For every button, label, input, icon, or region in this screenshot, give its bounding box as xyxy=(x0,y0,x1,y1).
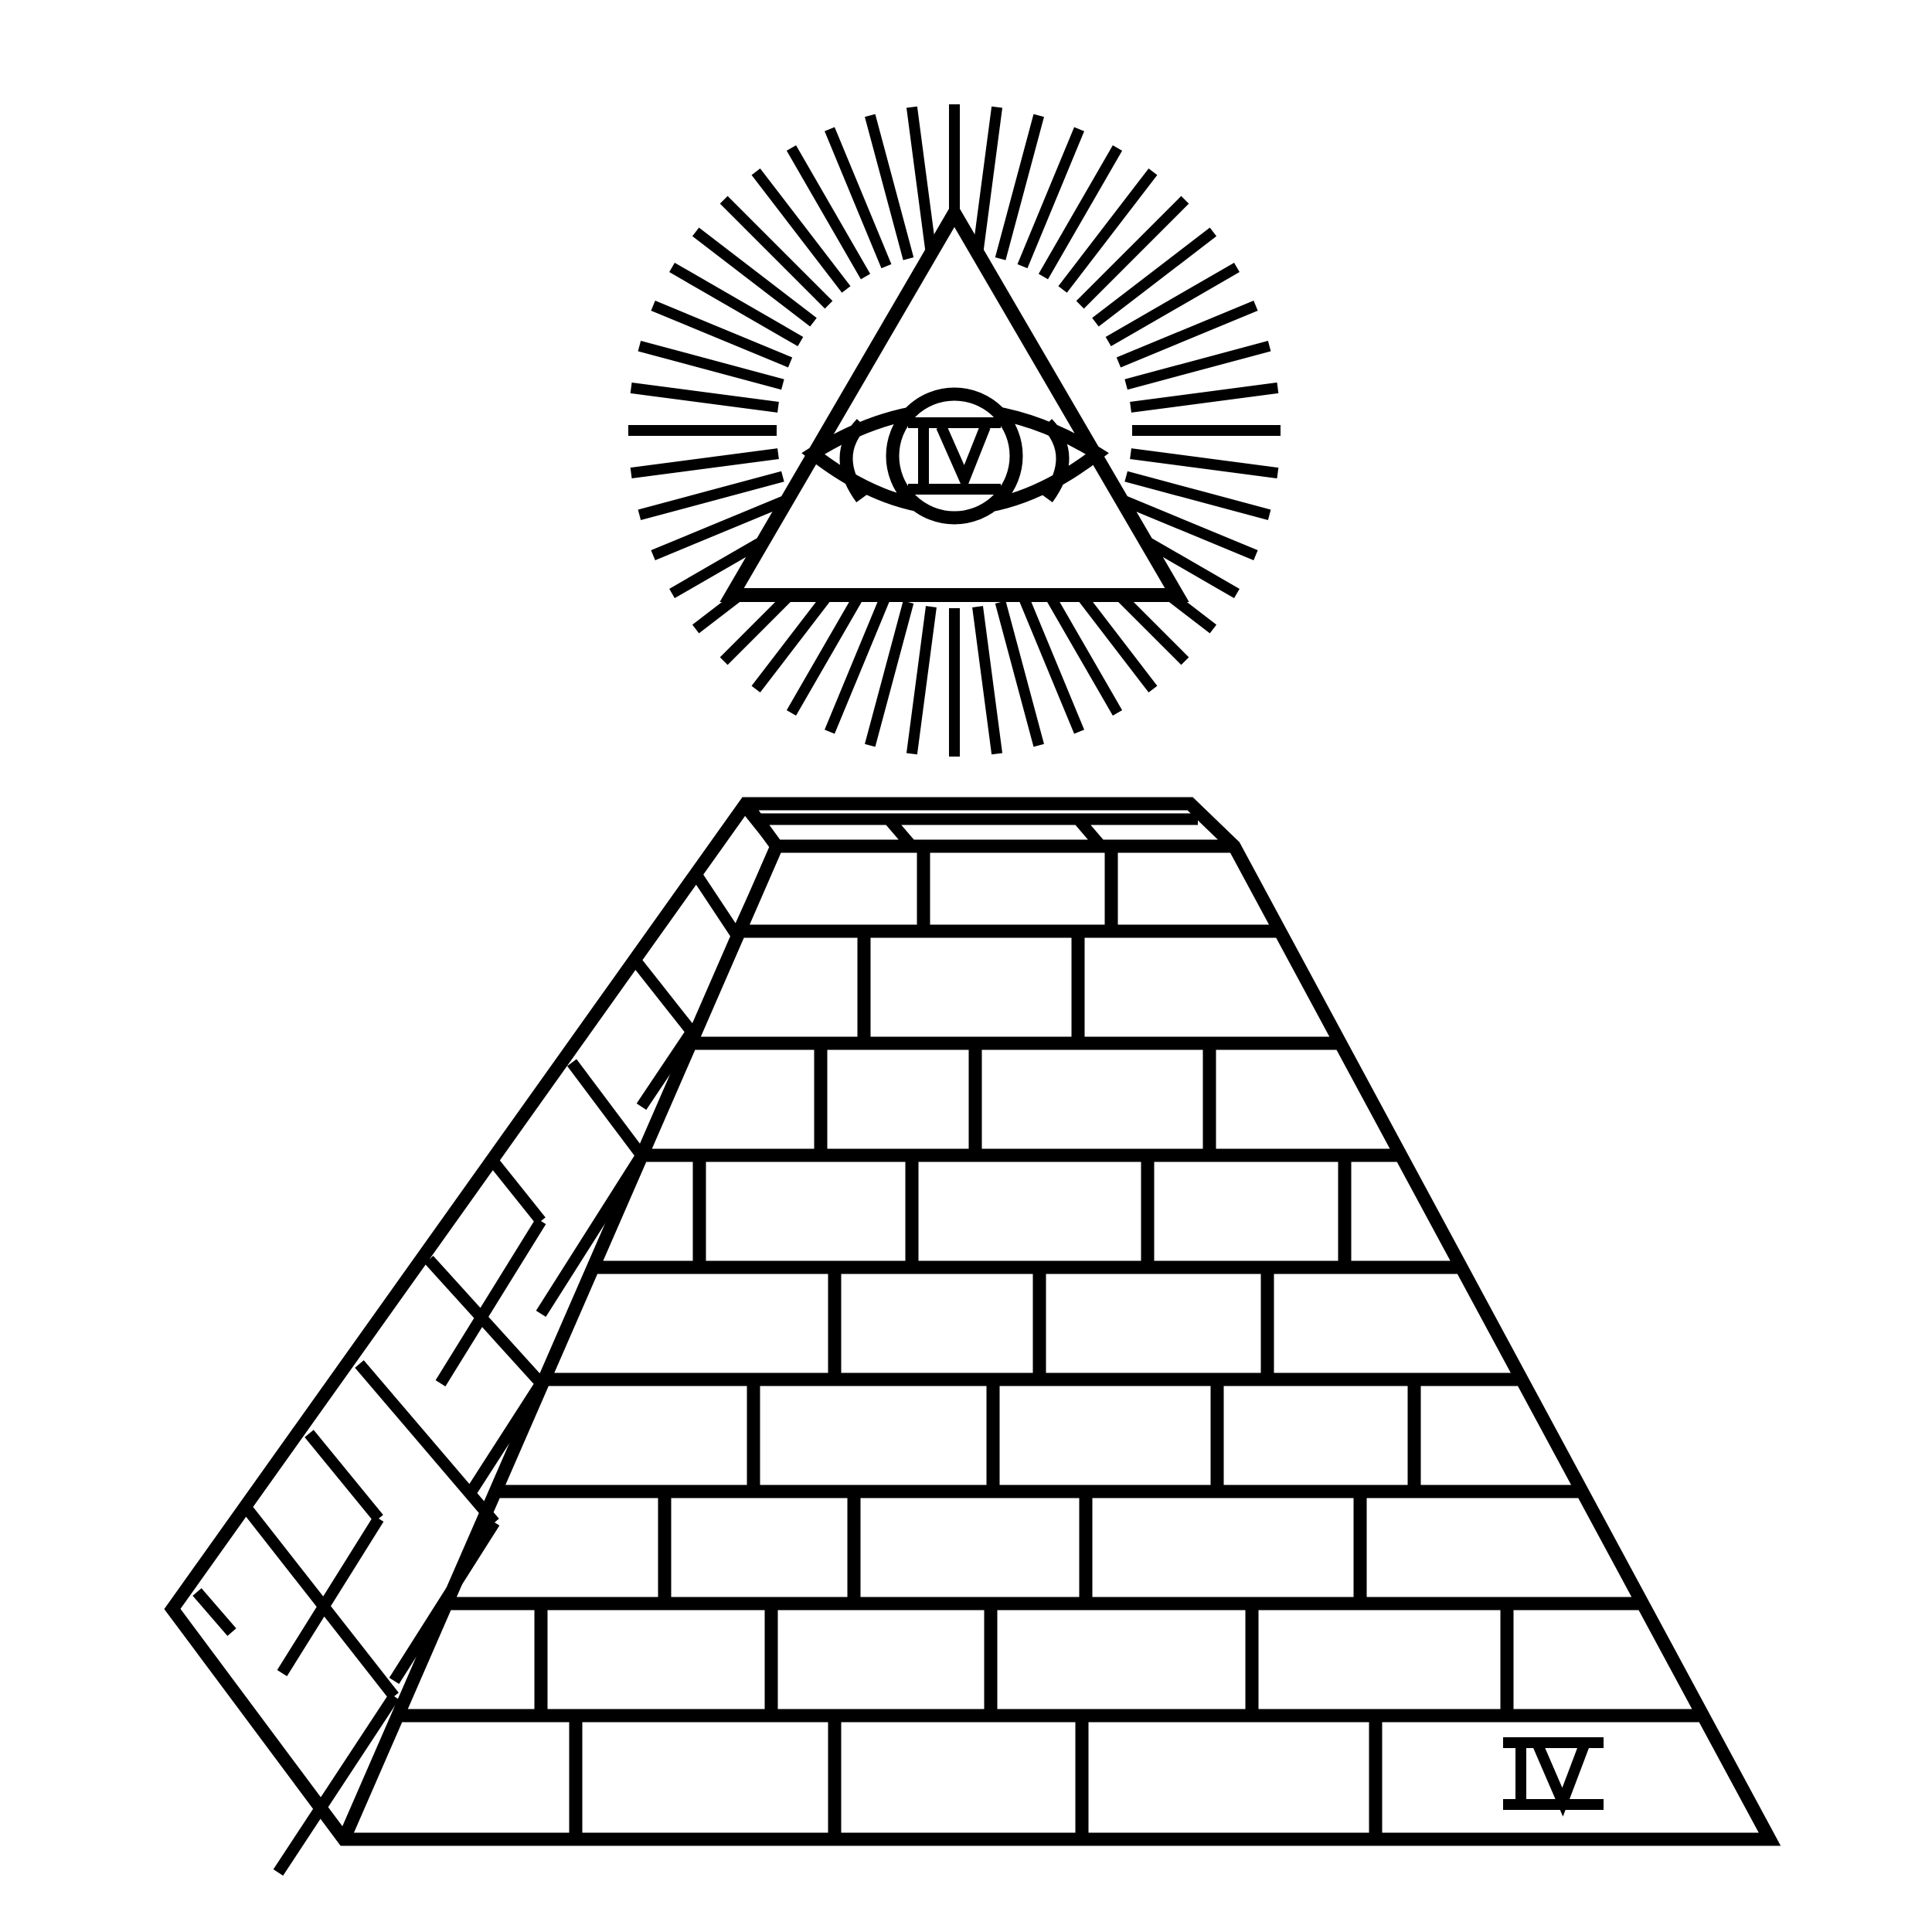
brick-joint xyxy=(884,815,917,850)
sun-ray xyxy=(995,600,1044,747)
sun-ray xyxy=(1116,301,1258,368)
pyramid-side-face xyxy=(192,804,782,1876)
corner-monogram xyxy=(1503,1737,1604,1817)
sun-ray xyxy=(1038,145,1123,280)
side-brick-edge xyxy=(567,1059,646,1159)
brick-joint xyxy=(1073,815,1106,850)
sun-ray xyxy=(906,606,937,755)
sun-ray xyxy=(1116,493,1258,560)
pyramid-outline xyxy=(164,797,1781,1846)
side-brick-edge xyxy=(304,1430,383,1522)
side-brick-edge xyxy=(389,1519,500,1685)
sun-ray xyxy=(1017,127,1084,269)
sun-ray xyxy=(1124,341,1271,390)
side-brick-edge xyxy=(355,1360,499,1526)
sun-ray xyxy=(865,600,914,747)
pyramid xyxy=(164,797,1781,1876)
eye-inner-curve-left xyxy=(839,419,867,502)
sun-ray xyxy=(630,448,779,479)
sun-ray xyxy=(651,493,793,560)
side-brick-edge xyxy=(741,804,781,850)
eye-inner-curve-right xyxy=(1042,419,1070,502)
sun-ray xyxy=(1017,592,1084,734)
side-brick-edge xyxy=(629,954,696,1036)
side-brick-edge xyxy=(731,843,782,938)
side-brick-edge xyxy=(690,869,742,939)
sun-ray xyxy=(638,471,784,520)
side-brick-edge xyxy=(277,1515,384,1676)
sun-ray xyxy=(786,145,871,280)
side-brick-edge xyxy=(536,1151,647,1318)
side-brick-edge xyxy=(192,1588,236,1636)
sun-ray xyxy=(651,301,793,368)
sun-ray xyxy=(972,106,1003,255)
sun-ray xyxy=(906,106,937,255)
side-brick-edge xyxy=(435,1218,546,1386)
sun-ray xyxy=(1092,227,1217,327)
side-brick-edge xyxy=(466,1379,546,1495)
sun-ray xyxy=(692,227,817,327)
sun-ray xyxy=(786,581,871,716)
side-brick-edge xyxy=(424,1255,546,1388)
side-brick-edge xyxy=(636,1028,697,1111)
front-face-left-edge xyxy=(338,800,784,1842)
sun-ray xyxy=(825,592,892,734)
sun-ray xyxy=(1124,471,1271,520)
sun-ray xyxy=(751,168,851,293)
sun-ray xyxy=(719,196,833,309)
sun-ray xyxy=(1105,262,1240,347)
sun-ray xyxy=(1038,581,1123,716)
side-brick-edge xyxy=(273,1692,400,1876)
sun-ray xyxy=(972,606,1003,755)
sun-ray xyxy=(1076,196,1189,309)
pyramid-bricks xyxy=(397,813,1703,1833)
sun-ray xyxy=(825,127,892,269)
iris-monogram xyxy=(918,424,991,494)
side-brick-edge xyxy=(241,1503,399,1700)
sun-ray xyxy=(1058,168,1158,293)
sun-ray xyxy=(638,341,784,390)
sun-ray xyxy=(1130,448,1279,479)
all-seeing-eye-triangle xyxy=(719,199,1189,602)
sun-ray xyxy=(995,114,1044,260)
sun-ray xyxy=(865,114,914,260)
sun-ray xyxy=(1130,382,1279,413)
sun-ray xyxy=(669,262,804,347)
side-brick-edge xyxy=(490,1159,546,1225)
sun-ray xyxy=(630,382,779,413)
